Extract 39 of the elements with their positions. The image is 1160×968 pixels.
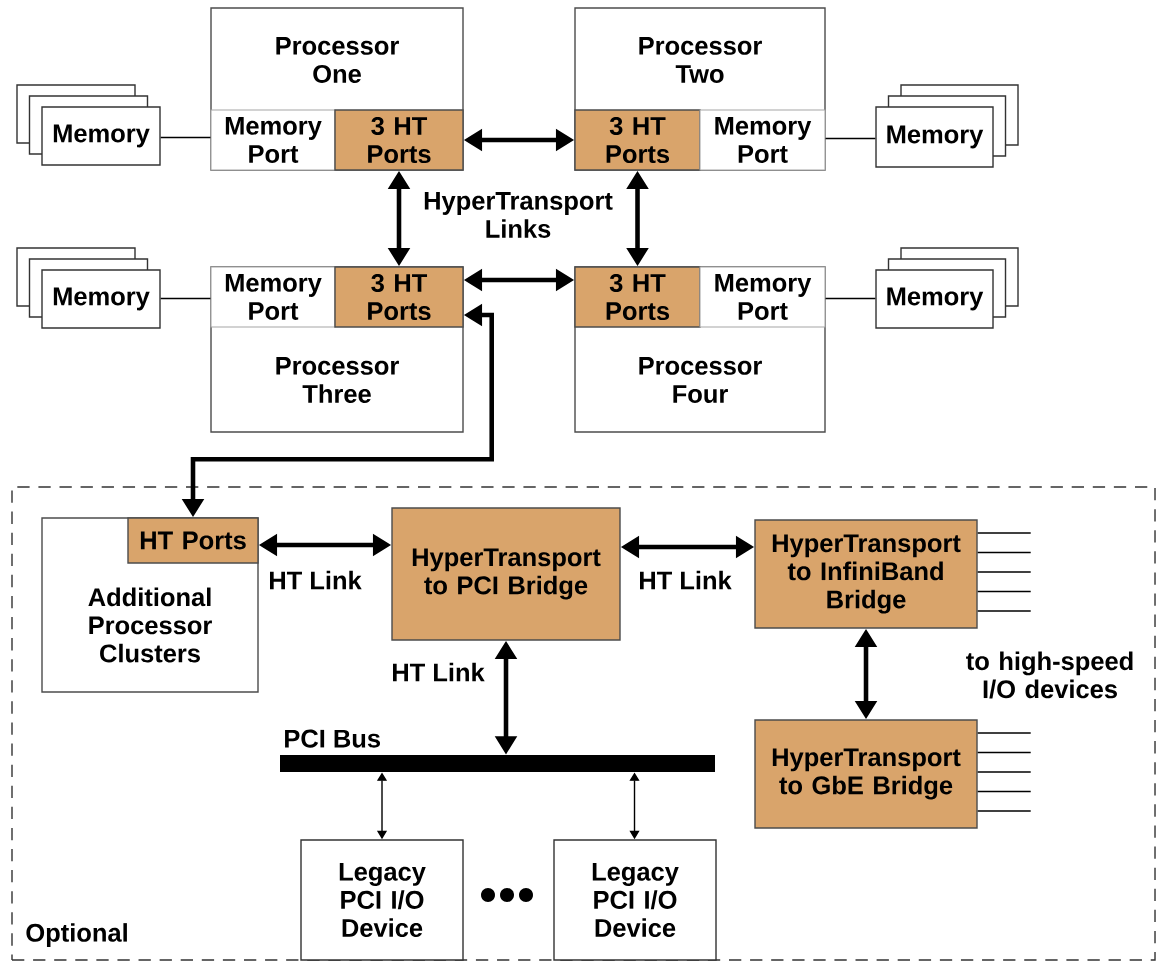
memory-port-box: Memory Port bbox=[210, 266, 336, 328]
memory-port-box: Memory Port bbox=[699, 266, 826, 328]
connector-line bbox=[977, 610, 1032, 612]
bridge-box: HyperTransport to GbE Bridge bbox=[754, 719, 978, 829]
connector-line bbox=[160, 297, 212, 300]
connector-line bbox=[824, 297, 876, 300]
port-box: 3 HT Ports bbox=[334, 109, 464, 171]
bus-bar: PCI Bus bbox=[280, 729, 715, 772]
memory-stack: Memory bbox=[16, 247, 161, 329]
connector-line bbox=[977, 810, 1032, 812]
connector-line bbox=[160, 136, 212, 139]
node-label: PCI Bus bbox=[285, 729, 380, 748]
connector-line bbox=[977, 751, 1032, 754]
connector-line bbox=[977, 771, 1032, 773]
connector-line bbox=[977, 571, 1032, 573]
device-box: Legacy PCI I/O Device bbox=[553, 839, 717, 961]
connector-line bbox=[824, 137, 876, 140]
port-box: 3 HT Ports bbox=[574, 266, 701, 328]
port-box: 3 HT Ports bbox=[574, 109, 701, 171]
connector-line bbox=[977, 732, 1032, 734]
connector-line bbox=[977, 551, 1032, 554]
edge-label: HT Link bbox=[389, 661, 487, 683]
edge-label: HT Link bbox=[636, 569, 734, 591]
memory-stack: Memory bbox=[875, 247, 1019, 329]
connector-line bbox=[977, 590, 1032, 593]
device-box: Legacy PCI I/O Device bbox=[300, 839, 464, 961]
note-text: HyperTransport Links bbox=[424, 192, 613, 238]
memory-port-box: Memory Port bbox=[699, 109, 826, 171]
memory-port-box: Memory Port bbox=[210, 109, 336, 171]
connector-line bbox=[977, 790, 1032, 793]
note-text: to high-speed I/O devices bbox=[966, 651, 1133, 699]
bridge-box: HyperTransport to PCI Bridge bbox=[391, 507, 621, 641]
bridge-box: HyperTransport to InfiniBand Bridge bbox=[754, 519, 978, 629]
port-box: 3 HT Ports bbox=[334, 266, 464, 328]
memory-stack: Memory bbox=[875, 84, 1019, 168]
connector-line bbox=[977, 532, 1032, 534]
edge-label: HT Link bbox=[266, 569, 364, 591]
port-box: HT Ports bbox=[127, 517, 259, 564]
memory-stack: Memory bbox=[16, 84, 161, 166]
